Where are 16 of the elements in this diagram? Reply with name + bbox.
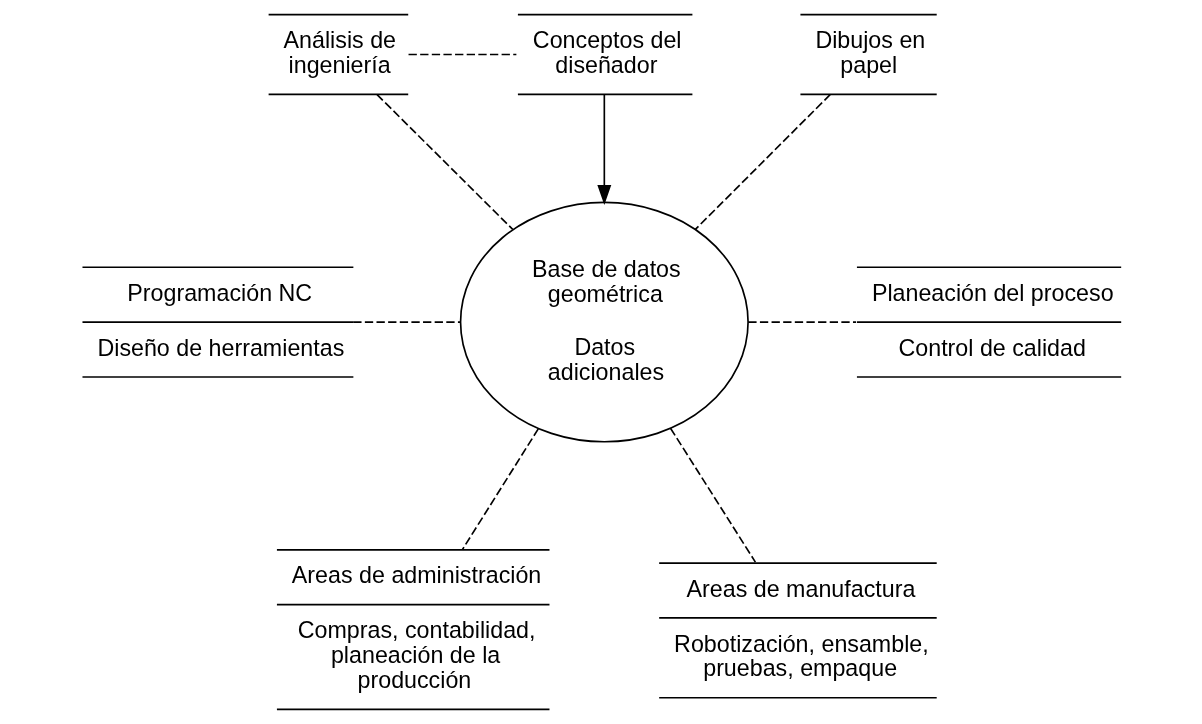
node-text: Areas de manufactura Robotización, ensamble, pruebas, empaque	[674, 575, 929, 682]
node-text: Areas de administración Compras, contabilidad, planeación de la producción	[291, 562, 542, 694]
connector	[352, 321, 461, 323]
node-text: Análisis de ingeniería	[283, 27, 397, 79]
node-text: Programación NC Diseño de herramientas	[97, 279, 345, 361]
node-text: Dibujos en papel	[815, 27, 926, 79]
node-text: Conceptos del diseñador	[532, 27, 682, 79]
connector	[694, 93, 831, 231]
connector	[747, 321, 857, 323]
arrow	[597, 93, 612, 205]
node-ellipse: Base de datos geométrica Datos adicionales	[459, 201, 749, 443]
connector	[669, 427, 757, 563]
connector	[407, 53, 518, 56]
connector	[461, 428, 540, 551]
node-text: Planeación del proceso Control de calidad	[871, 279, 1114, 361]
connector	[376, 93, 514, 231]
